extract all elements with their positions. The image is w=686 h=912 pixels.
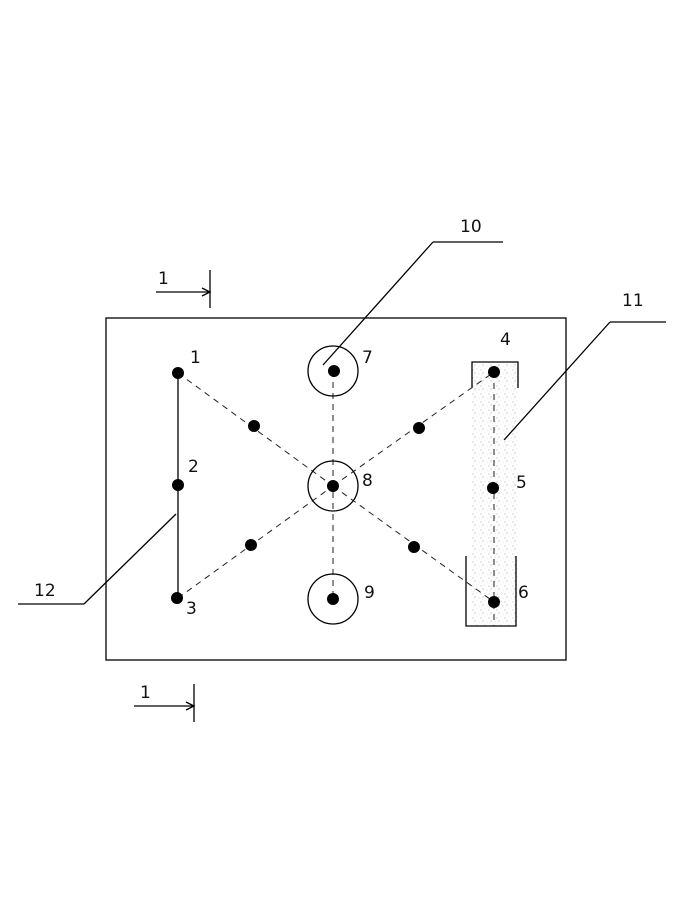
point-label-2: 2 <box>188 457 199 477</box>
point-label-1: 1 <box>190 348 201 368</box>
section-marker-top: 1 <box>156 269 212 308</box>
ring-9 <box>307 573 359 625</box>
callout-10: 10 <box>322 217 503 366</box>
point-markers <box>171 365 500 608</box>
point-label-5: 5 <box>516 473 527 493</box>
point-label-4: 4 <box>500 330 511 350</box>
point-label-6: 6 <box>518 583 529 603</box>
ring-7 <box>307 345 359 397</box>
speckled-strip <box>465 361 519 627</box>
point-label-7: 7 <box>362 348 373 368</box>
section-label-top: 1 <box>158 269 169 289</box>
callout-label-12: 12 <box>34 581 56 601</box>
point-label-9: 9 <box>364 583 375 603</box>
callout-11: 11 <box>503 291 666 441</box>
callout-label-10: 10 <box>460 217 482 237</box>
section-marker-bottom: 1 <box>134 683 196 722</box>
section-label-bottom: 1 <box>140 683 151 703</box>
ring-8 <box>307 460 359 512</box>
point-label-3: 3 <box>186 599 197 619</box>
callout-label-11: 11 <box>622 291 644 311</box>
callout-12: 12 <box>18 513 177 605</box>
point-label-8: 8 <box>362 471 373 491</box>
base-plate <box>105 317 567 661</box>
